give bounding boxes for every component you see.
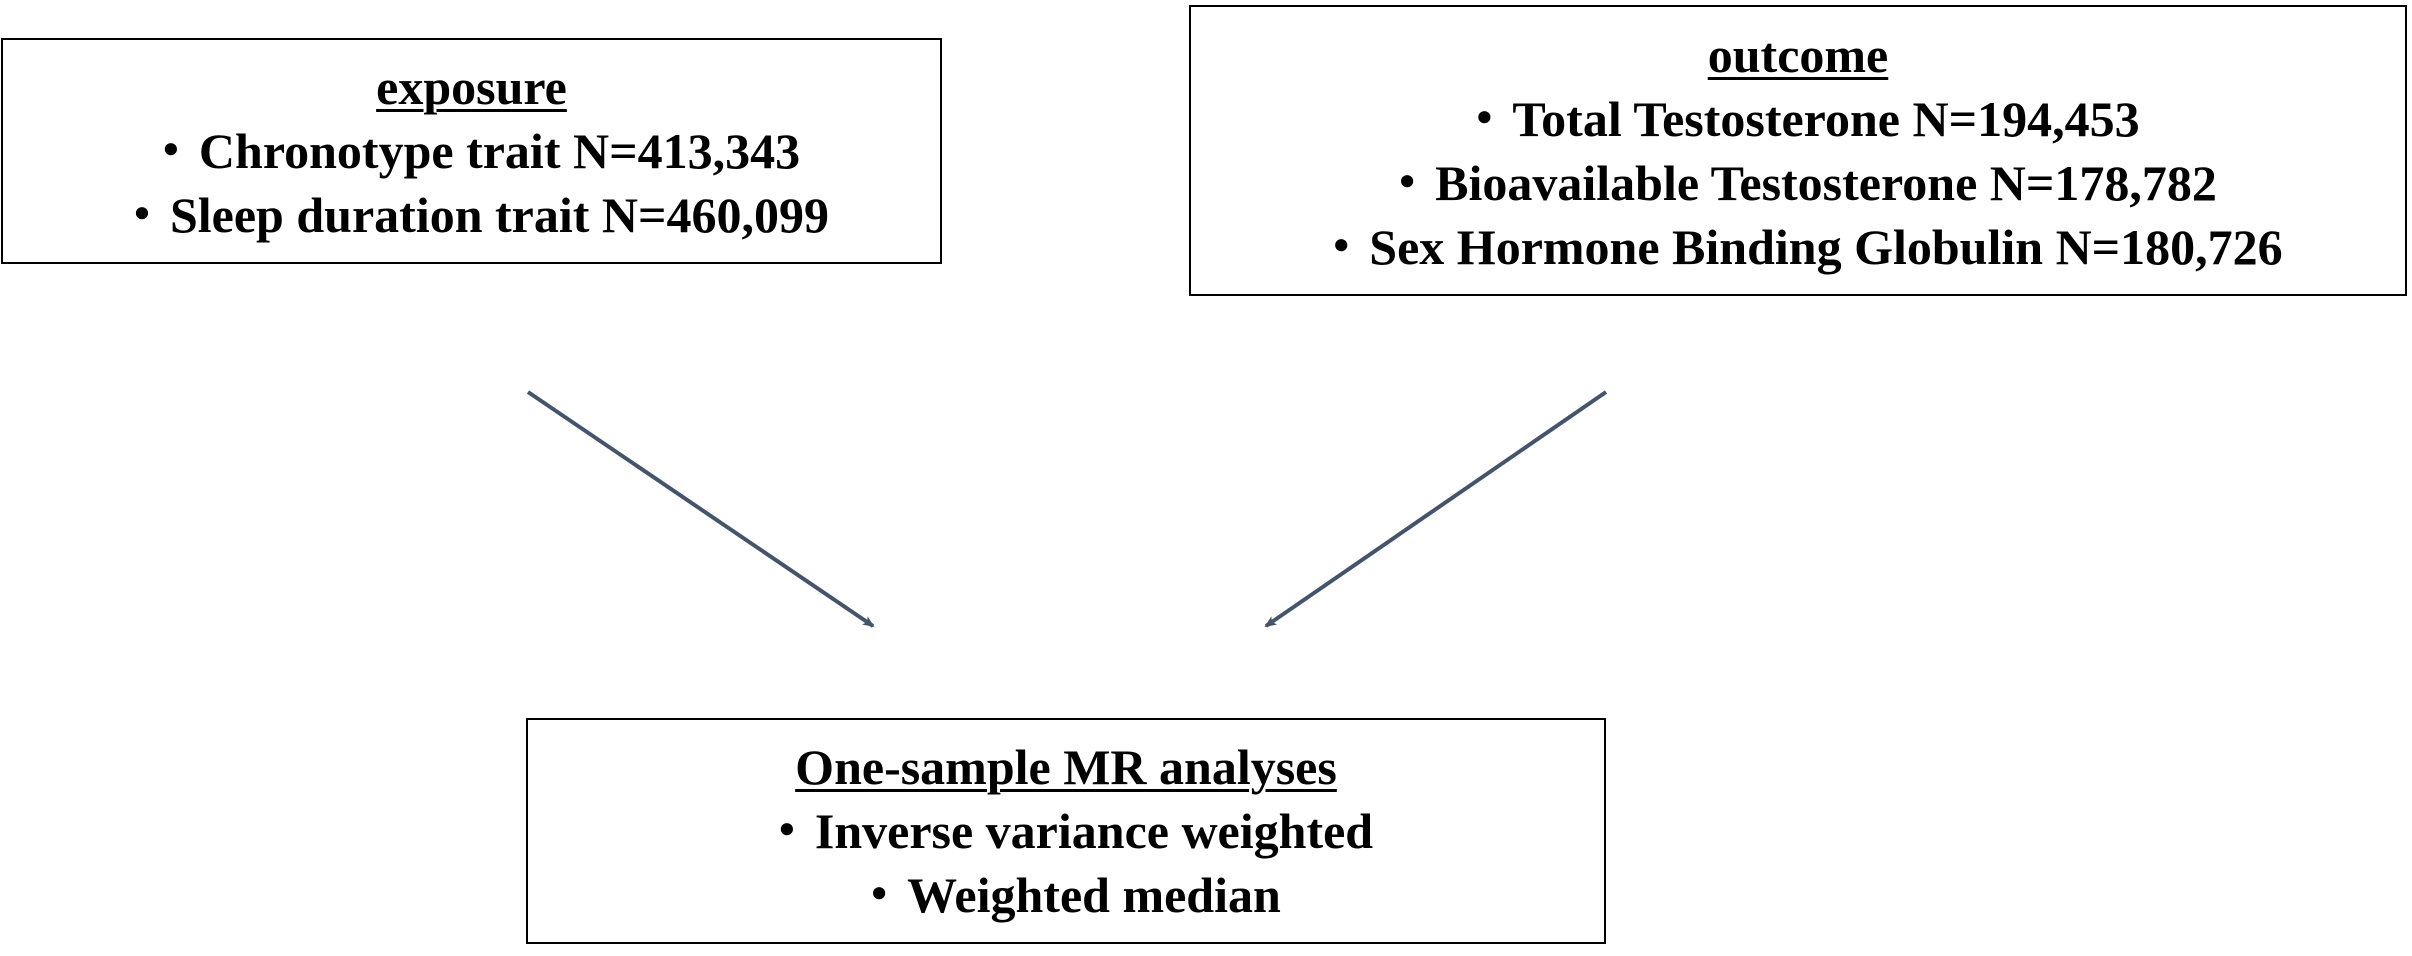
outcome-item-label: Bioavailable Testosterone N=178,782 xyxy=(1435,154,2217,211)
bullet-icon: ・ xyxy=(854,867,905,923)
analysis-item-ivw: ・ Inverse variance weighted xyxy=(759,799,1373,863)
exposure-title: exposure xyxy=(376,59,567,115)
bullet-icon: ・ xyxy=(1459,90,1510,147)
exposure-item-label: Sleep duration trait N=460,099 xyxy=(169,187,830,243)
outcome-item-bioavailable-testosterone: ・ Bioavailable Testosterone N=178,782 xyxy=(1379,151,2217,215)
bullet-icon: ・ xyxy=(145,123,196,179)
exposure-item-sleep-duration: ・ Sleep duration trait N=460,099 xyxy=(114,183,829,247)
analysis-item-label: Weighted median xyxy=(907,867,1281,923)
bullet-icon: ・ xyxy=(761,803,812,859)
analysis-item-label: Inverse variance weighted xyxy=(814,803,1374,859)
bullet-icon: ・ xyxy=(1382,154,1433,211)
outcome-item-total-testosterone: ・ Total Testosterone N=194,453 xyxy=(1456,87,2139,151)
outcome-to-analysis-arrow xyxy=(1264,390,1608,628)
outcome-item-label: Total Testosterone N=194,453 xyxy=(1512,90,2140,147)
exposure-item-label: Chronotype trait N=413,343 xyxy=(198,123,801,179)
outcome-title: outcome xyxy=(1707,26,1889,83)
outcome-item-shbg: ・ Sex Hormone Binding Globulin N=180,726 xyxy=(1313,215,2282,279)
outcome-item-label: Sex Hormone Binding Globulin N=180,726 xyxy=(1369,218,2283,275)
bullet-icon: ・ xyxy=(1316,218,1367,275)
bullet-icon: ・ xyxy=(116,187,167,243)
outcome-box: outcome ・ Total Testosterone N=194,453 ・… xyxy=(1189,5,2407,296)
exposure-item-chronotype: ・ Chronotype trait N=413,343 xyxy=(143,119,800,183)
analysis-item-weighted-median: ・ Weighted median xyxy=(851,863,1281,927)
exposure-box: exposure ・ Chronotype trait N=413,343 ・ … xyxy=(1,38,942,264)
analysis-title: One-sample MR analyses xyxy=(795,739,1337,795)
analysis-box: One-sample MR analyses ・ Inverse varianc… xyxy=(526,718,1606,944)
exposure-to-analysis-arrow xyxy=(526,390,875,628)
